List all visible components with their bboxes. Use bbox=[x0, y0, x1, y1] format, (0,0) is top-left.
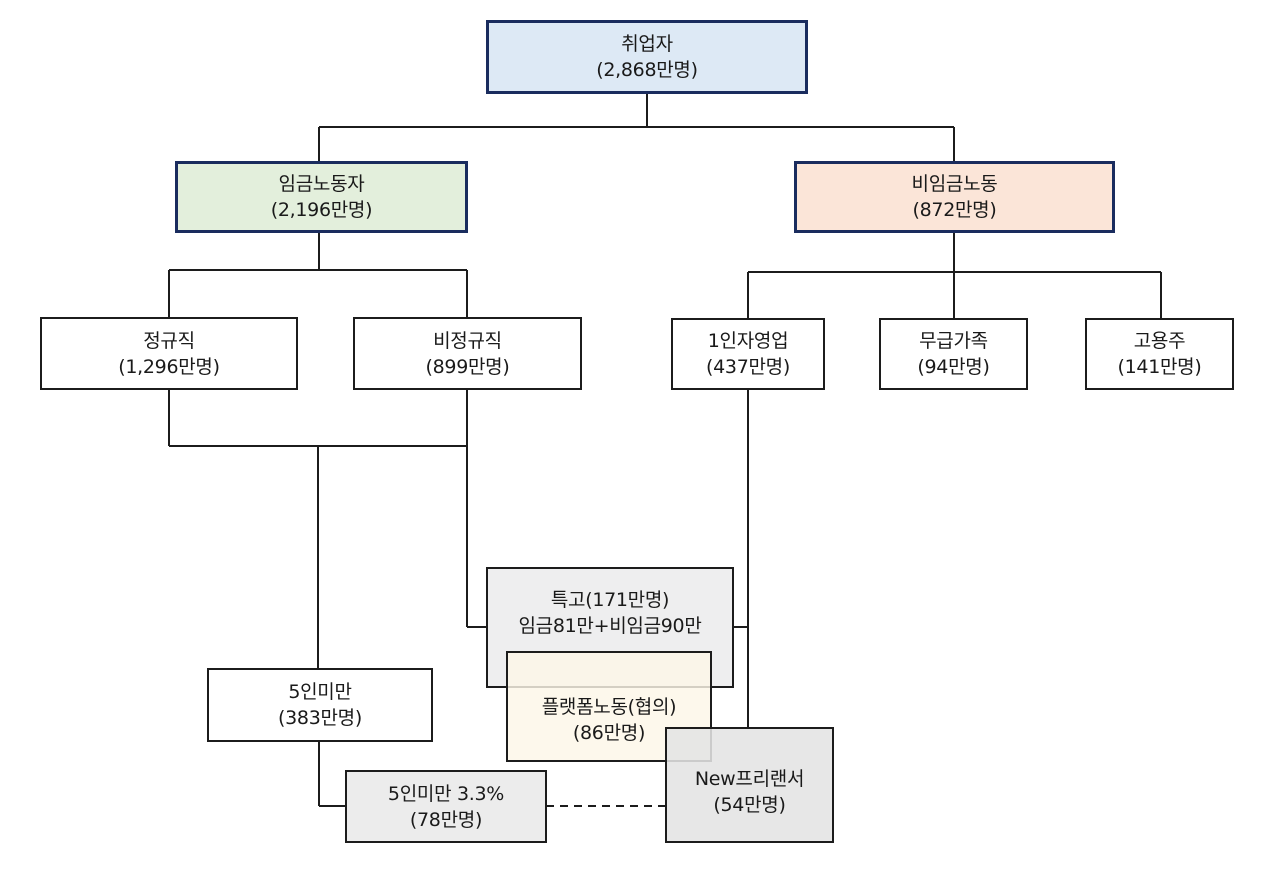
node-value: (2,868만명) bbox=[596, 59, 698, 81]
node-value: 임금81만+비임금90만 bbox=[518, 615, 702, 637]
node-title: 정규직 bbox=[143, 329, 195, 352]
node-title: New프리랜서 bbox=[694, 768, 805, 790]
node-title: 무급가족 bbox=[919, 330, 988, 352]
node-value: (383만명) bbox=[278, 707, 362, 729]
node-wage-workers[interactable]: 임금노동자 (2,196만명) bbox=[175, 161, 468, 233]
node-value: (78만명) bbox=[409, 808, 483, 831]
node-title: 5인미만 3.3% bbox=[387, 782, 505, 805]
node-value: (141만명) bbox=[1117, 356, 1202, 378]
node-value: (54만명) bbox=[713, 794, 786, 816]
node-title: 특고(171만명) bbox=[550, 589, 670, 611]
node-non-wage[interactable]: 비임금노동 (872만명) bbox=[794, 161, 1115, 233]
node-value: (1,296만명) bbox=[118, 355, 220, 378]
node-title: 비정규직 bbox=[433, 329, 502, 352]
node-title: 1인자영업 bbox=[707, 330, 789, 352]
node-title: 5인미만 bbox=[288, 681, 352, 703]
node-title: 취업자 bbox=[621, 33, 673, 55]
node-regular[interactable]: 정규직 (1,296만명) bbox=[40, 317, 298, 390]
node-new-freelancer[interactable]: New프리랜서 (54만명) bbox=[665, 727, 834, 843]
node-title: 고용주 bbox=[1133, 330, 1186, 352]
node-title: 플랫폼노동(협의) bbox=[541, 696, 677, 718]
node-unpaid-family[interactable]: 무급가족 (94만명) bbox=[879, 318, 1028, 390]
node-under5-3-3pct[interactable]: 5인미만 3.3% (78만명) bbox=[345, 770, 547, 843]
node-employer[interactable]: 고용주 (141만명) bbox=[1085, 318, 1234, 390]
node-value: (899만명) bbox=[425, 355, 510, 378]
node-value: (2,196만명) bbox=[270, 199, 373, 221]
node-value: (86만명) bbox=[572, 722, 646, 744]
node-self-employed-solo[interactable]: 1인자영업 (437만명) bbox=[671, 318, 825, 390]
node-value: (437만명) bbox=[706, 356, 790, 378]
node-employed[interactable]: 취업자 (2,868만명) bbox=[486, 20, 808, 94]
node-title: 임금노동자 bbox=[278, 173, 365, 195]
node-non-regular[interactable]: 비정규직 (899만명) bbox=[353, 317, 582, 390]
node-value: (872만명) bbox=[912, 199, 997, 221]
node-value: (94만명) bbox=[917, 356, 990, 378]
node-title: 비임금노동 bbox=[911, 173, 998, 195]
node-under5[interactable]: 5인미만 (383만명) bbox=[207, 668, 433, 742]
